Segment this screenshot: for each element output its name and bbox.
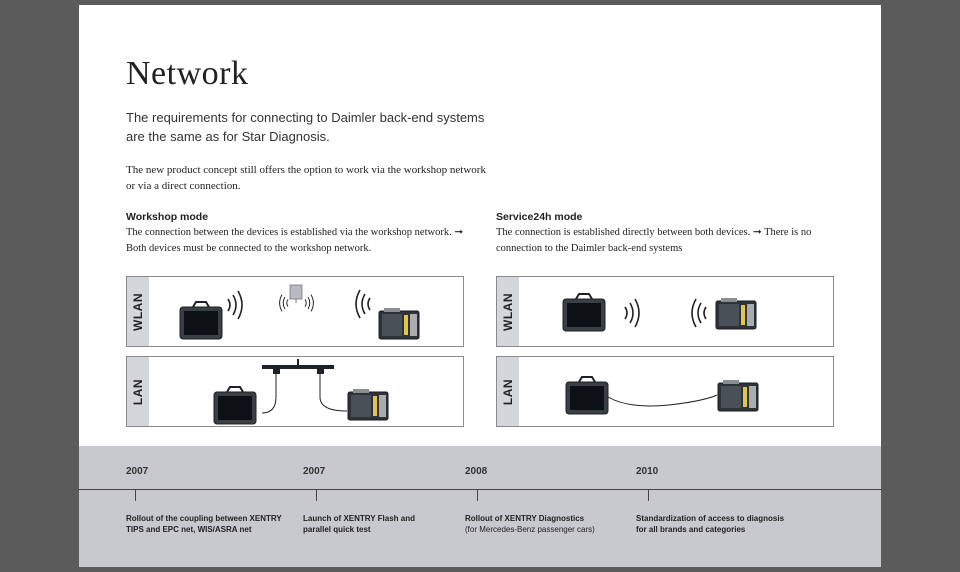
workshop-wlan-diagram: WLAN <box>126 276 464 347</box>
lan-sidebar: LAN <box>127 357 149 426</box>
timeline-tick <box>648 489 649 501</box>
wlan-sidebar: WLAN <box>497 277 519 346</box>
service24h-mode-heading: Service24h mode <box>496 211 582 223</box>
wlan-sidebar: WLAN <box>127 277 149 346</box>
workshop-lan-diagram: LAN <box>126 356 464 427</box>
timeline-entry-line: parallel quick test <box>303 524 415 535</box>
timeline-entry-line: Standardization of access to diagnosis <box>636 513 784 524</box>
access-point-icon <box>290 285 302 303</box>
wlan-label: WLAN <box>501 293 515 331</box>
intro-paragraph: The new product concept still offers the… <box>126 162 486 194</box>
wifi-waves-icon <box>625 299 639 327</box>
page-title: Network <box>126 55 248 93</box>
service24h-mode-text: The connection is established directly b… <box>496 225 841 257</box>
timeline-year: 2007 <box>126 466 148 477</box>
timeline-year: 2010 <box>636 466 658 477</box>
timeline-entry-line: TIPS and EPC net, WIS/ASRA net <box>126 524 282 535</box>
timeline-tick <box>135 489 136 501</box>
timeline-entry-line: Rollout of XENTRY Diagnostics <box>465 513 595 524</box>
diagnosis-device-icon <box>718 380 758 411</box>
access-point-waves-left-icon <box>280 295 288 312</box>
diagnosis-device-icon <box>379 308 419 339</box>
timeline-band <box>79 446 881 567</box>
lan-label: LAN <box>501 378 515 404</box>
service24h-lan-illustration <box>519 357 833 426</box>
service24h-wlan-illustration <box>519 277 833 346</box>
workshop-wlan-illustration <box>149 277 463 346</box>
timeline-entry-line: (for Mercedes-Benz passenger cars) <box>465 524 595 535</box>
timeline-axis <box>79 489 881 490</box>
timeline-entry-line: for all brands and categories <box>636 524 784 535</box>
network-switch-icon <box>262 359 334 374</box>
timeline-entry: Rollout of the coupling between XENTRY T… <box>126 513 282 535</box>
lead-text: The requirements for connecting to Daiml… <box>126 108 486 146</box>
timeline-entry: Rollout of XENTRY Diagnostics (for Merce… <box>465 513 595 535</box>
lan-label: LAN <box>131 378 145 404</box>
wlan-label: WLAN <box>131 293 145 331</box>
lan-sidebar: LAN <box>497 357 519 426</box>
tablet-icon <box>566 377 608 414</box>
workshop-mode-heading: Workshop mode <box>126 211 208 223</box>
timeline-entry-line: Launch of XENTRY Flash and <box>303 513 415 524</box>
tablet-icon <box>214 387 256 424</box>
timeline-year: 2008 <box>465 466 487 477</box>
service24h-wlan-diagram: WLAN <box>496 276 834 347</box>
service24h-lan-diagram: LAN <box>496 356 834 427</box>
timeline-year: 2007 <box>303 466 325 477</box>
workshop-mode-text: The connection between the devices is es… <box>126 225 471 257</box>
timeline-entry: Launch of XENTRY Flash and parallel quic… <box>303 513 415 535</box>
wifi-waves-icon <box>692 299 706 327</box>
diagnosis-device-icon <box>716 298 756 329</box>
timeline-tick <box>477 489 478 501</box>
timeline-entry: Standardization of access to diagnosis f… <box>636 513 784 535</box>
timeline-tick <box>316 489 317 501</box>
diagnosis-device-icon <box>348 389 388 420</box>
document-page: Network The requirements for connecting … <box>79 5 881 567</box>
tablet-icon <box>563 294 605 331</box>
wifi-waves-icon <box>228 291 242 319</box>
wifi-waves-icon <box>356 290 370 318</box>
tablet-icon <box>180 302 222 339</box>
access-point-waves-right-icon <box>305 295 313 312</box>
timeline-entry-line: Rollout of the coupling between XENTRY <box>126 513 282 524</box>
workshop-lan-illustration <box>149 357 463 426</box>
